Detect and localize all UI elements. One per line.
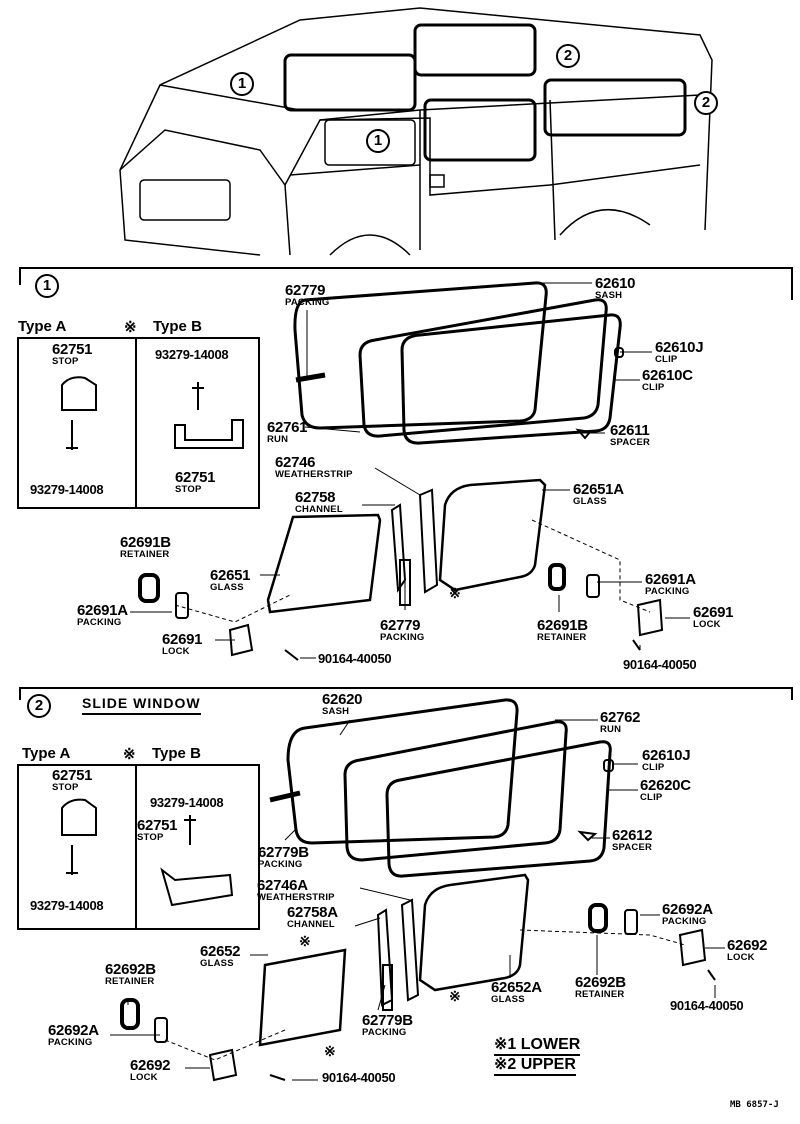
part-number: 90164-40050 xyxy=(318,651,392,666)
part-number: 90164-40050 xyxy=(322,1070,396,1085)
section-2-title: SLIDE WINDOW xyxy=(82,695,201,715)
section-2-leaders xyxy=(110,719,725,1081)
legend-upper: ※2 UPPER xyxy=(494,1054,576,1076)
part-number: 93279-14008 xyxy=(30,898,104,913)
part-number: 93279-14008 xyxy=(155,347,229,362)
van-callout-1: 1 xyxy=(230,72,254,96)
section-1-parts xyxy=(61,347,664,661)
type-box xyxy=(17,337,260,509)
section-2-marker: 2 xyxy=(27,694,51,718)
type-box xyxy=(17,764,260,930)
part-number: 93279-14008 xyxy=(150,795,224,810)
type-b-mark: ※ xyxy=(123,746,136,763)
section-1-border xyxy=(19,267,793,300)
type-mark: ※ xyxy=(299,933,311,949)
type-b-heading: Type B xyxy=(152,745,201,762)
van-callout-1: 1 xyxy=(366,129,390,153)
section-1-marker: 1 xyxy=(35,274,59,298)
type-a-heading: Type A xyxy=(18,318,67,335)
part-number: 93279-14008 xyxy=(30,482,104,497)
diagram-code: MB 6857-J xyxy=(730,1100,779,1110)
part-number: 90164-40050 xyxy=(670,998,744,1013)
section-2-frames xyxy=(269,698,612,878)
van-callout-2: 2 xyxy=(556,44,580,68)
van-illustration xyxy=(119,7,713,256)
type-b-mark: ※ xyxy=(124,319,137,336)
type-mark: ※ xyxy=(324,1043,336,1059)
type-b-heading: Type B xyxy=(153,318,202,335)
section-1-frames xyxy=(293,281,622,445)
type-a-heading: Type A xyxy=(22,745,71,762)
van-callout-2: 2 xyxy=(694,91,718,115)
part-number: 90164-40050 xyxy=(623,657,697,672)
section-2-border xyxy=(19,687,793,700)
type-mark: ※ xyxy=(449,988,461,1004)
section-2-parts xyxy=(61,759,716,1082)
legend-lower: ※1 LOWER xyxy=(494,1034,581,1056)
type-mark: ※ xyxy=(449,585,461,601)
